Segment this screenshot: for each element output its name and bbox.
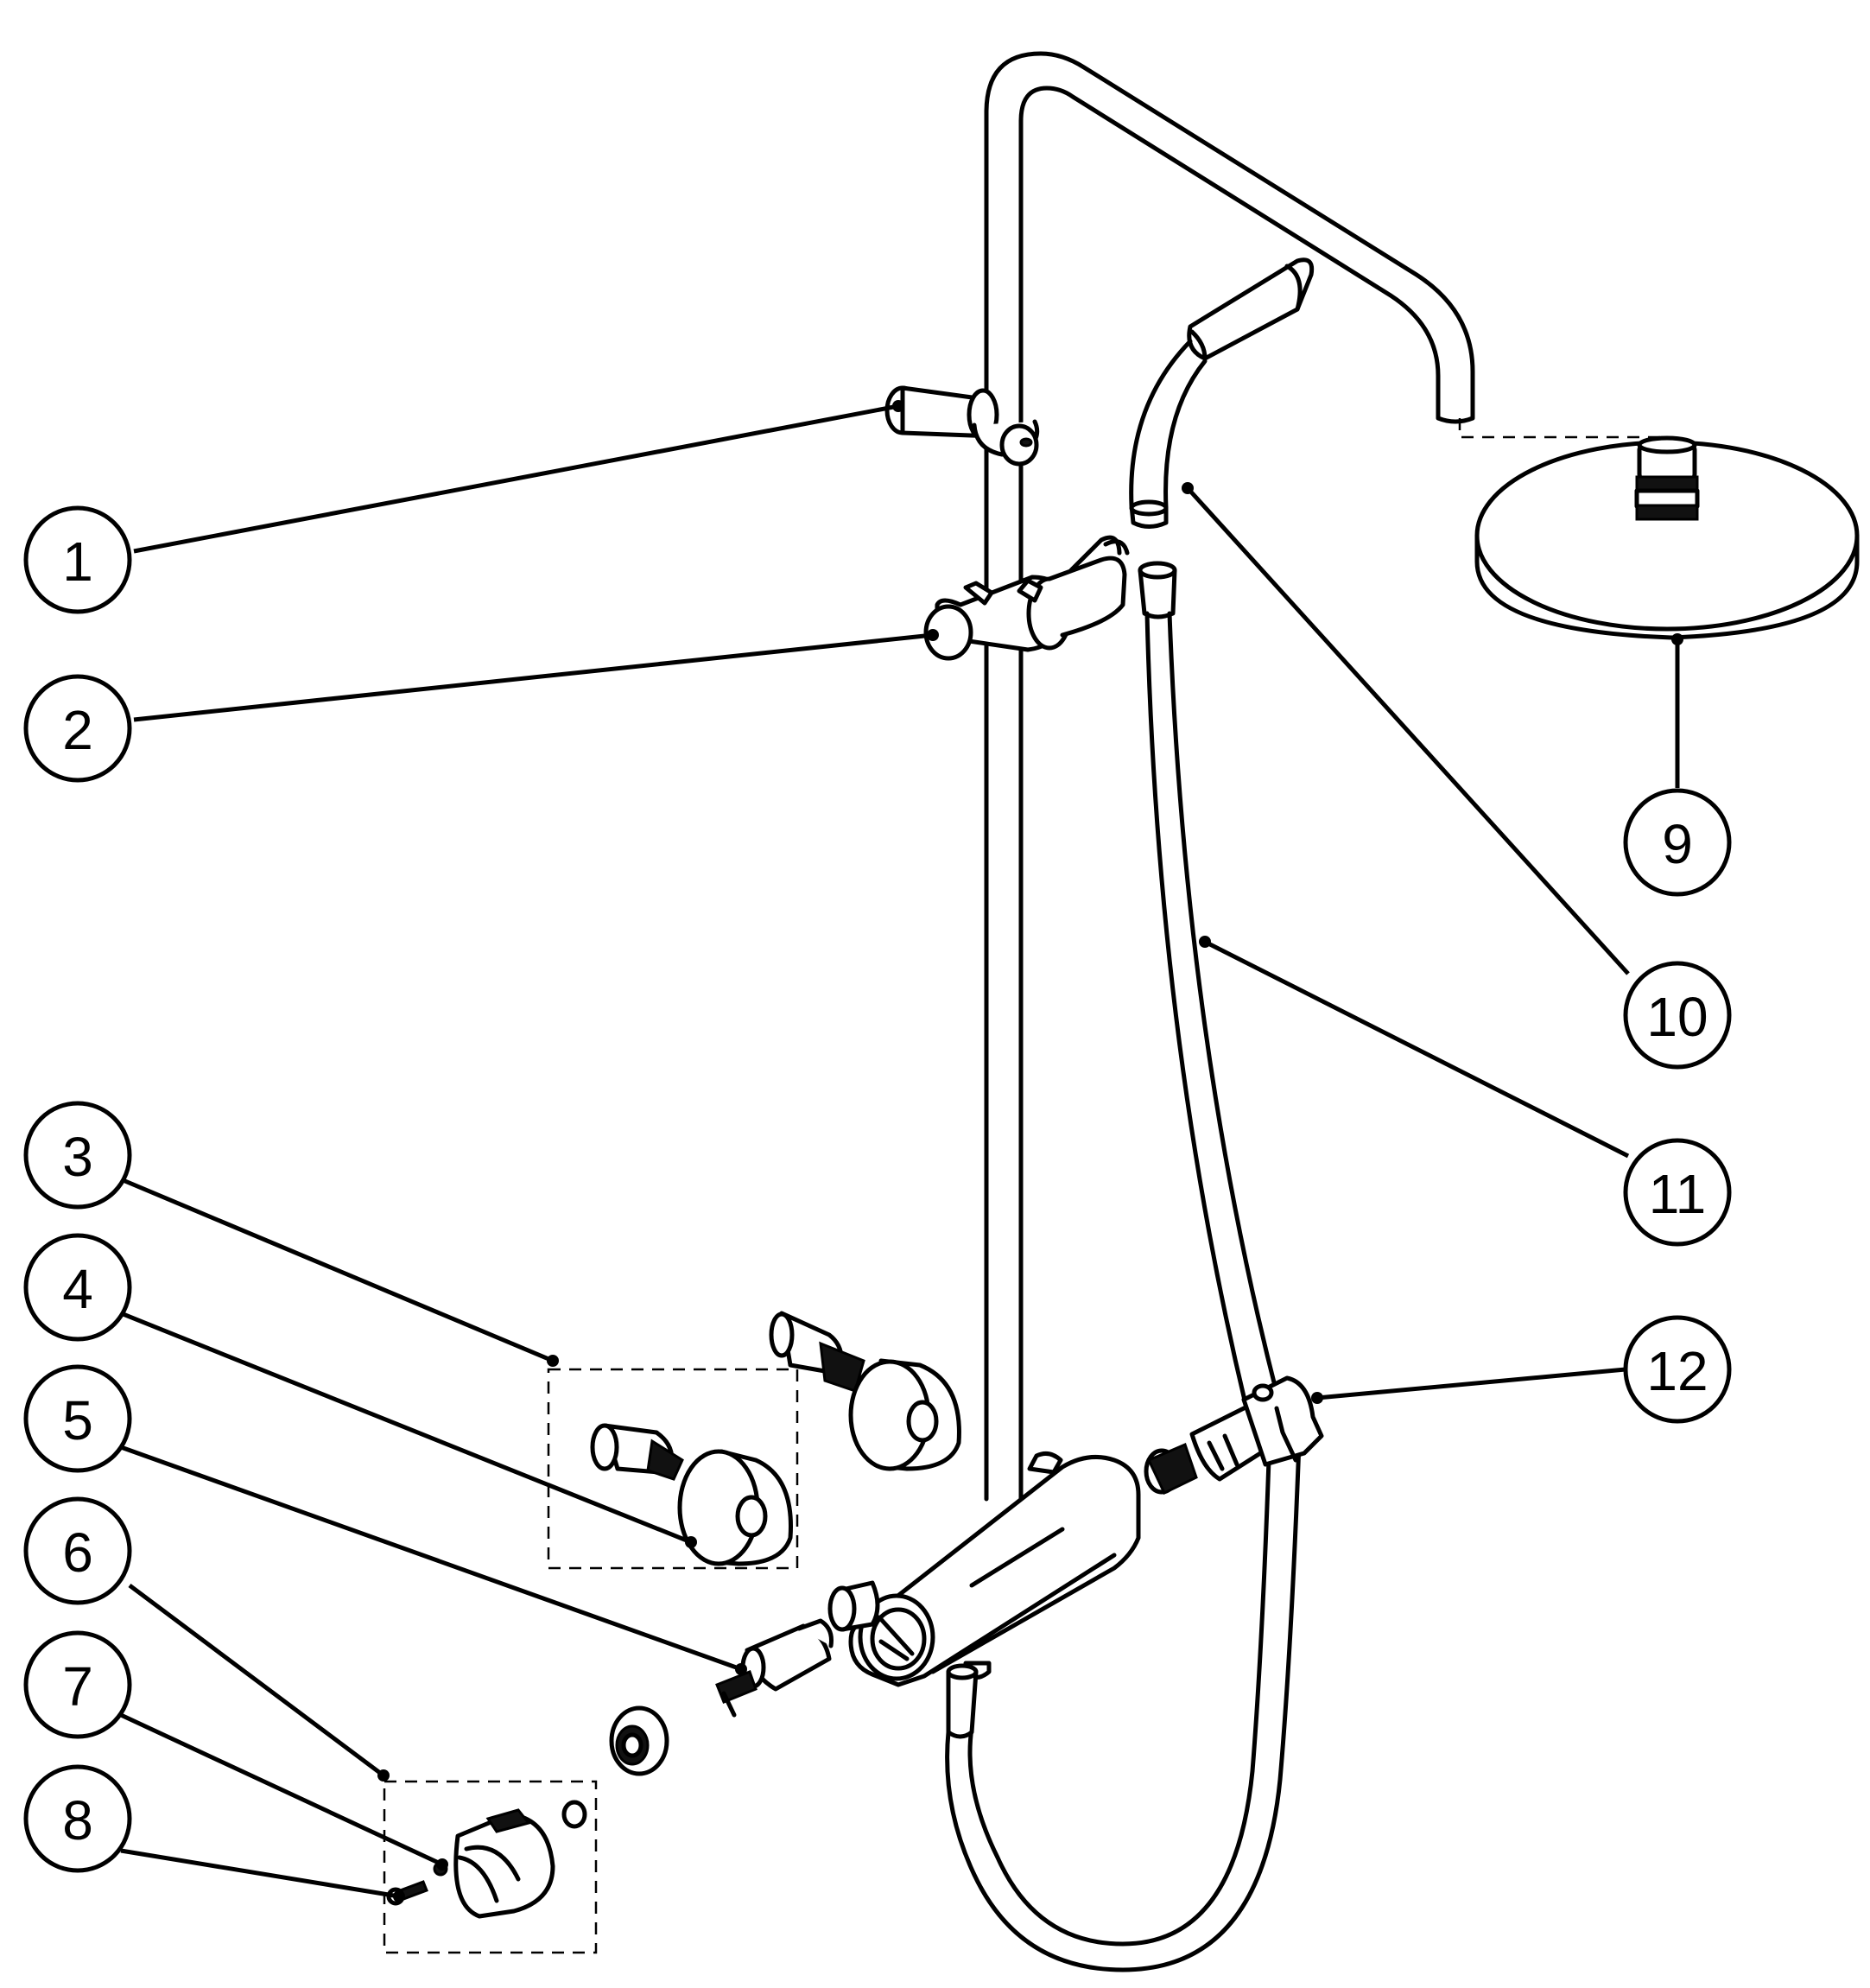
callout-1: 1 — [23, 505, 132, 614]
callout-11: 11 — [1623, 1138, 1732, 1247]
slide-holder — [923, 535, 1130, 661]
callout-10-label: 10 — [1646, 986, 1708, 1048]
callout-7: 7 — [23, 1630, 132, 1739]
callout-1-label: 1 — [62, 530, 93, 593]
callout-10: 10 — [1623, 961, 1732, 1070]
callout-11-label: 11 — [1649, 1163, 1706, 1225]
hand-shower — [1129, 257, 1315, 529]
callout-6: 6 — [23, 1496, 132, 1605]
callout-4-label: 4 — [62, 1258, 93, 1320]
callout-9: 9 — [1623, 788, 1732, 897]
callout-12: 12 — [1623, 1315, 1732, 1424]
thermostatic-cartridge — [715, 1618, 834, 1718]
leader-lines — [119, 403, 1680, 1899]
shower-riser-rail — [984, 51, 1475, 1537]
wall-connector-group — [547, 1311, 961, 1570]
leader-dots — [377, 400, 1683, 1902]
callout-7-label: 7 — [62, 1655, 93, 1718]
thermostatic-mixer — [827, 1451, 1141, 1687]
shower-hose — [945, 561, 1302, 1972]
callout-5: 5 — [23, 1364, 132, 1473]
callout-2: 2 — [23, 674, 132, 783]
callout-9-label: 9 — [1662, 813, 1693, 875]
callout-3: 3 — [23, 1101, 132, 1210]
callout-2-label: 2 — [62, 699, 93, 761]
callout-3-label: 3 — [62, 1126, 93, 1188]
callout-8: 8 — [23, 1764, 132, 1873]
callout-4: 4 — [23, 1233, 132, 1342]
wall-bracket-upper — [884, 385, 1040, 467]
hose-connector — [1144, 1375, 1324, 1496]
overhead-shower-head — [1458, 418, 1860, 640]
temperature-handle-group — [383, 1705, 669, 1954]
callout-6-label: 6 — [62, 1521, 93, 1584]
callout-12-label: 12 — [1646, 1340, 1708, 1402]
callout-5-label: 5 — [62, 1389, 93, 1451]
callout-8-label: 8 — [62, 1789, 93, 1851]
